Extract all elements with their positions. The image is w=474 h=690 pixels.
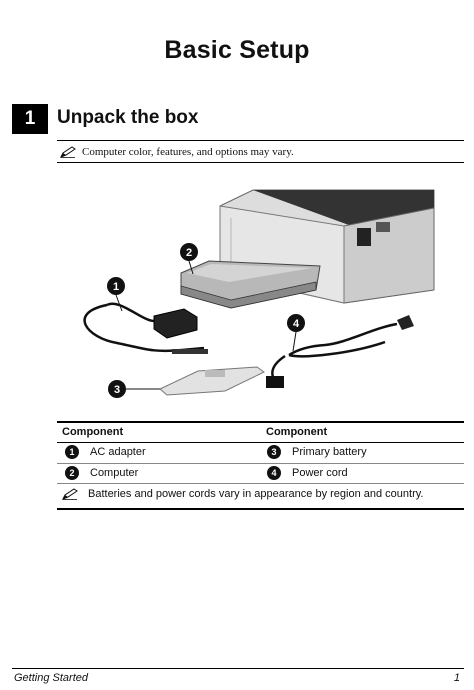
primary-battery	[159, 366, 265, 396]
row-num-left: 1	[65, 445, 79, 459]
callout-3: 3	[108, 380, 160, 398]
component-table: Component Component 1 AC adapter 3 Prima…	[57, 421, 464, 511]
box-contents-illustration: 1 2 3 4	[83, 189, 435, 398]
row-num-right: 3	[267, 445, 281, 459]
note-text: Computer color, features, and options ma…	[82, 146, 294, 158]
callout-2-label: 2	[186, 247, 192, 259]
table-note-text: Batteries and power cords vary in appear…	[88, 488, 424, 500]
callout-2: 2	[180, 243, 198, 275]
page-title: Basic Setup	[164, 36, 310, 64]
pencil-icon	[62, 488, 78, 500]
table-note-row: Batteries and power cords vary in appear…	[57, 484, 464, 508]
row-label-right: Primary battery	[292, 446, 367, 458]
header-component-right: Component	[266, 426, 328, 438]
callout-4-label: 4	[293, 318, 300, 330]
row-num-right: 4	[267, 466, 281, 480]
ac-adapter	[83, 302, 208, 354]
table-header-row: Component Component	[57, 423, 464, 443]
callout-3-label: 3	[114, 384, 120, 396]
section-title: Unpack the box	[57, 107, 199, 128]
callout-4: 4	[287, 314, 305, 352]
table-top-rule	[57, 421, 464, 423]
header-rule	[57, 442, 464, 443]
row-label-right: Power cord	[292, 467, 348, 479]
row-label-left: Computer	[90, 467, 139, 479]
row-rule	[57, 463, 464, 464]
power-cord	[266, 315, 414, 388]
step-number: 1	[12, 104, 48, 134]
top-divider	[57, 140, 464, 141]
pencil-icon	[60, 146, 76, 158]
callout-1-label: 1	[113, 281, 119, 293]
row-label-left: AC adapter	[90, 446, 146, 458]
note-divider	[57, 162, 464, 163]
header-component-left: Component	[62, 426, 124, 438]
note-color-features: Computer color, features, and options ma…	[60, 146, 294, 158]
table-bottom-rule	[57, 508, 464, 510]
computer-laptop	[180, 260, 321, 309]
table-row: 2 Computer 4 Power cord	[57, 464, 464, 484]
row-num-left: 2	[65, 466, 79, 480]
footer-book-title: Getting Started	[14, 672, 88, 684]
row-rule	[57, 483, 464, 484]
footer-rule	[12, 668, 464, 669]
table-row: 1 AC adapter 3 Primary battery	[57, 443, 464, 463]
callout-1: 1	[107, 277, 125, 312]
footer-page-number: 1	[453, 672, 460, 684]
